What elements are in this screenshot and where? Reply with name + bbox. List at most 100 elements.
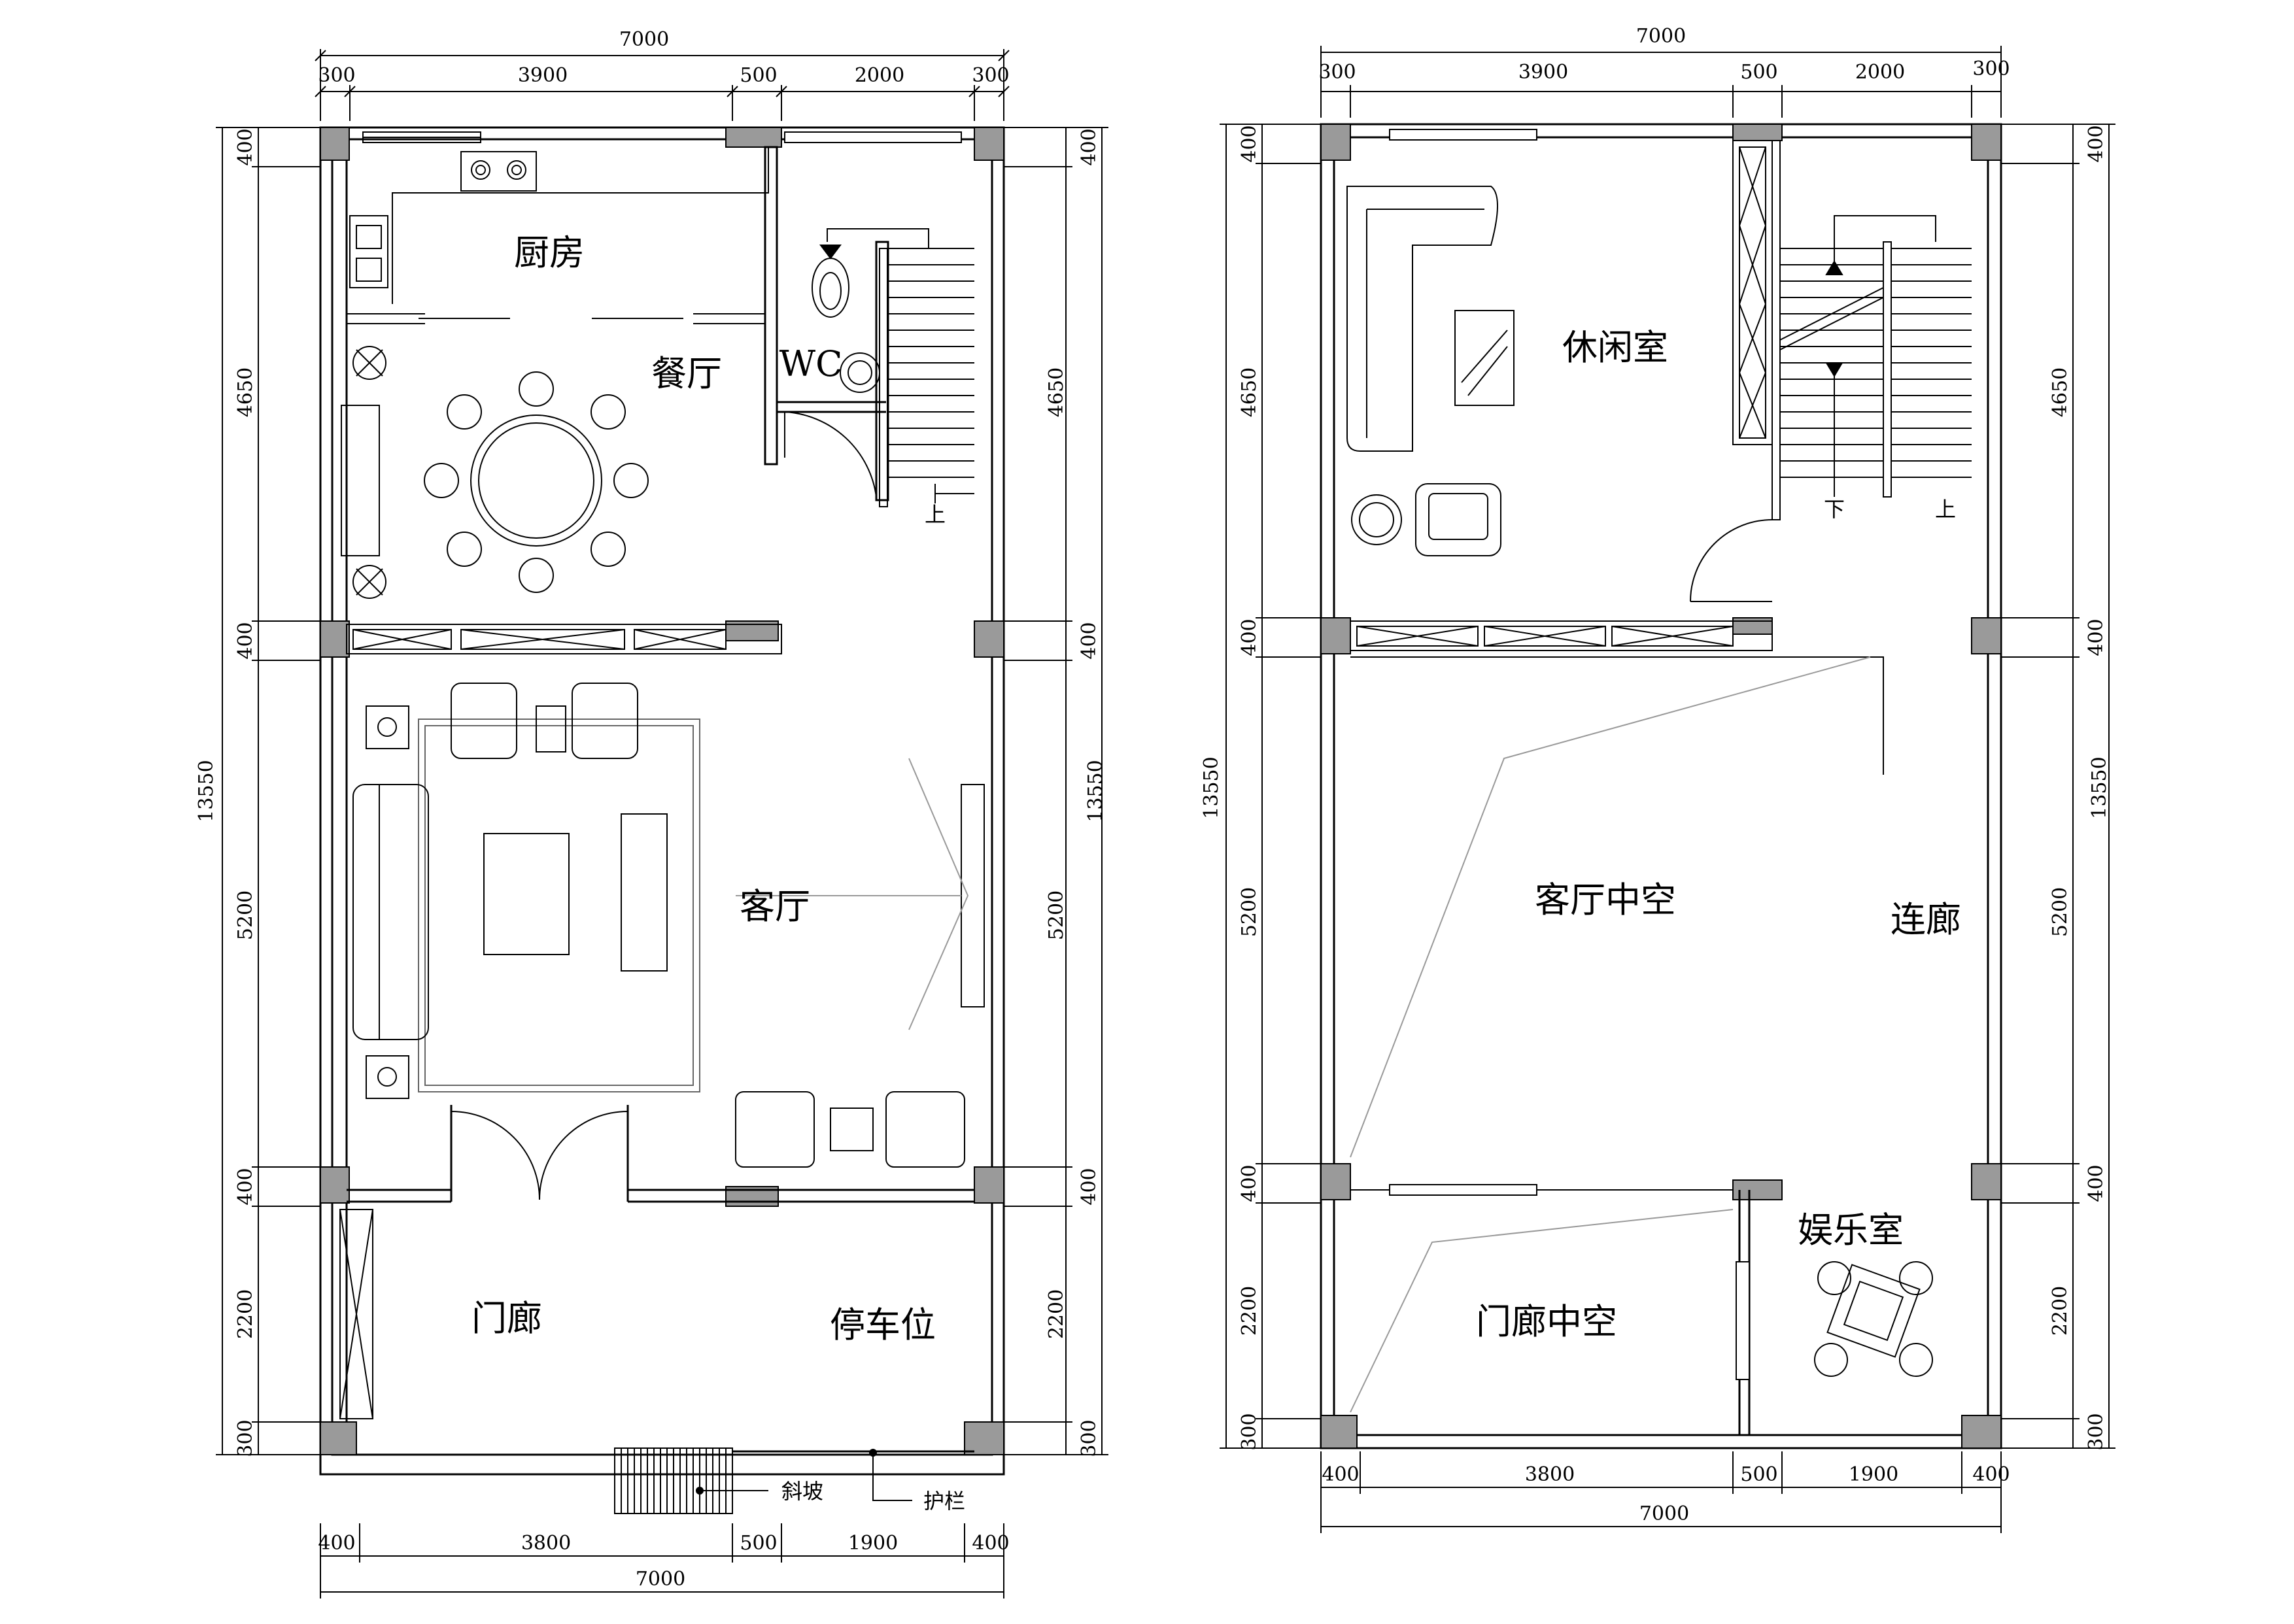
ground-top-seg-4: 2000	[855, 64, 904, 87]
upper-top-seg-2: 3900	[1518, 61, 1568, 84]
upper-bottom-seg-2: 3800	[1525, 1463, 1575, 1486]
ground-top-overall: 7000	[619, 28, 669, 51]
living-porch-wall	[347, 1105, 974, 1203]
ground-right-seg-6: 2200	[1045, 1289, 1068, 1339]
leisure-partition	[1690, 140, 1781, 602]
ground-bottom-seg-1: 400	[318, 1532, 355, 1555]
leisure-furniture	[1346, 186, 1515, 556]
recreation-label: 娱乐室	[1798, 1210, 1904, 1251]
top-dimension-lines-2	[1320, 46, 2002, 118]
porch-cabinet	[339, 1209, 373, 1419]
upper-right-seg-7: 300	[2085, 1413, 2108, 1450]
ground-left-seg-5: 400	[234, 1168, 257, 1205]
ground-right-seg-4: 5200	[1045, 890, 1068, 940]
structural-columns	[320, 127, 1004, 1455]
bottom-dimension-lines	[320, 1523, 1004, 1599]
ground-left-seg-1: 400	[234, 128, 257, 165]
corridor-label: 连廊	[1891, 899, 1961, 940]
wc-label: WC	[779, 343, 843, 384]
upper-floor-plan	[1220, 46, 2115, 1533]
upper-right-overall: 13550	[2088, 756, 2111, 819]
dining-table-set	[424, 371, 649, 593]
upper-top-overall: 7000	[1636, 25, 1686, 48]
upper-left-seg-5: 400	[1238, 1164, 1261, 1202]
ground-bottom-overall: 7000	[636, 1568, 685, 1591]
ground-left-seg-4: 5200	[234, 890, 257, 940]
porch-label: 门廊	[471, 1298, 542, 1339]
ground-left-seg-2: 4650	[234, 367, 257, 417]
ground-top-seg-2: 3900	[518, 64, 568, 87]
ground-bottom-seg-2: 3800	[521, 1532, 571, 1555]
upper-left-seg-4: 5200	[1238, 887, 1261, 937]
ground-top-seg-3: 500	[740, 64, 777, 87]
ground-right-overall: 13550	[1084, 760, 1107, 822]
upper-stair-up-label: 上	[1935, 497, 1956, 522]
wc-walls	[764, 146, 889, 501]
ground-top-seg-1: 300	[318, 64, 355, 87]
ground-right-seg-2: 4650	[1045, 367, 1068, 417]
upper-left-overall: 13550	[1200, 756, 1223, 819]
upper-bottom-overall: 7000	[1639, 1502, 1689, 1525]
left-dimension-lines-2	[1220, 124, 1321, 1449]
dining-label: 餐厅	[651, 353, 722, 394]
railing-label: 护栏	[923, 1489, 965, 1514]
top-dimension-lines	[315, 49, 1010, 121]
upper-bottom-seg-1: 400	[1322, 1463, 1359, 1486]
upper-right-seg-6: 2200	[2049, 1286, 2072, 1336]
ground-right-seg-3: 400	[1078, 622, 1101, 659]
ground-right-seg-7: 300	[1078, 1419, 1101, 1457]
ground-floor-plan	[216, 49, 1108, 1599]
upper-right-seg-5: 400	[2085, 1164, 2108, 1202]
upper-top-seg-1: 300	[1318, 61, 1356, 84]
left-dimension-lines	[216, 127, 320, 1455]
living-label: 客厅	[740, 886, 810, 927]
top-windows	[362, 131, 962, 143]
ground-left-seg-3: 400	[234, 622, 257, 659]
void-porch-label: 门廊中空	[1476, 1301, 1617, 1342]
dining-living-wall	[346, 624, 782, 654]
ramp-label: 斜坡	[781, 1479, 823, 1504]
mahjong-table	[1814, 1261, 1933, 1377]
ground-left-seg-7: 300	[234, 1419, 257, 1457]
parking-label: 停车位	[830, 1304, 936, 1345]
leisure-label: 休闲室	[1562, 327, 1668, 368]
ground-right-seg-1: 400	[1078, 128, 1101, 165]
exterior-walls-2	[1320, 123, 2002, 1449]
ground-bottom-seg-5: 400	[972, 1532, 1009, 1555]
upper-right-seg-2: 4650	[2049, 367, 2072, 417]
upper-right-seg-1: 400	[2085, 125, 2108, 162]
kitchen-counter	[349, 147, 769, 304]
upper-stairs	[1779, 215, 1972, 498]
ground-stairs	[827, 228, 974, 507]
right-dimension-lines	[1004, 127, 1108, 1455]
kitchen-partition	[347, 313, 765, 324]
ground-bottom-seg-4: 1900	[848, 1532, 898, 1555]
ramp-and-railing	[614, 1447, 974, 1514]
upper-left-seg-1: 400	[1238, 125, 1261, 162]
upper-left-seg-6: 2200	[1238, 1286, 1261, 1336]
wc-fixtures	[812, 245, 880, 393]
exterior-walls	[319, 126, 1005, 1476]
void-outline	[1350, 656, 1884, 1435]
ground-left-overall: 13550	[195, 760, 218, 822]
upper-bottom-seg-4: 1900	[1849, 1463, 1898, 1486]
upper-stair-down-label: 下	[1824, 497, 1845, 522]
plan-labels: 7000 300 3900 500 2000 300 13550 400 465…	[195, 25, 2111, 1591]
upper-left-seg-3: 400	[1238, 618, 1261, 656]
ground-left-seg-6: 2200	[234, 1289, 257, 1339]
leisure-void-wall	[1350, 620, 1773, 651]
upper-left-seg-2: 4650	[1238, 367, 1261, 417]
upper-right-seg-3: 400	[2085, 618, 2108, 656]
upper-left-seg-7: 300	[1238, 1413, 1261, 1450]
upper-top-seg-5: 300	[1972, 58, 2010, 80]
upper-top-seg-4: 2000	[1855, 61, 1905, 84]
ground-top-seg-5: 300	[972, 64, 1009, 87]
upper-top-seg-3: 500	[1740, 61, 1777, 84]
ground-bottom-seg-3: 500	[740, 1532, 777, 1555]
upper-bottom-seg-5: 400	[1972, 1463, 2010, 1486]
right-dimension-lines-2	[2001, 124, 2115, 1449]
living-room-furniture	[352, 683, 985, 1168]
bottom-dimension-lines-2	[1320, 1451, 2002, 1533]
